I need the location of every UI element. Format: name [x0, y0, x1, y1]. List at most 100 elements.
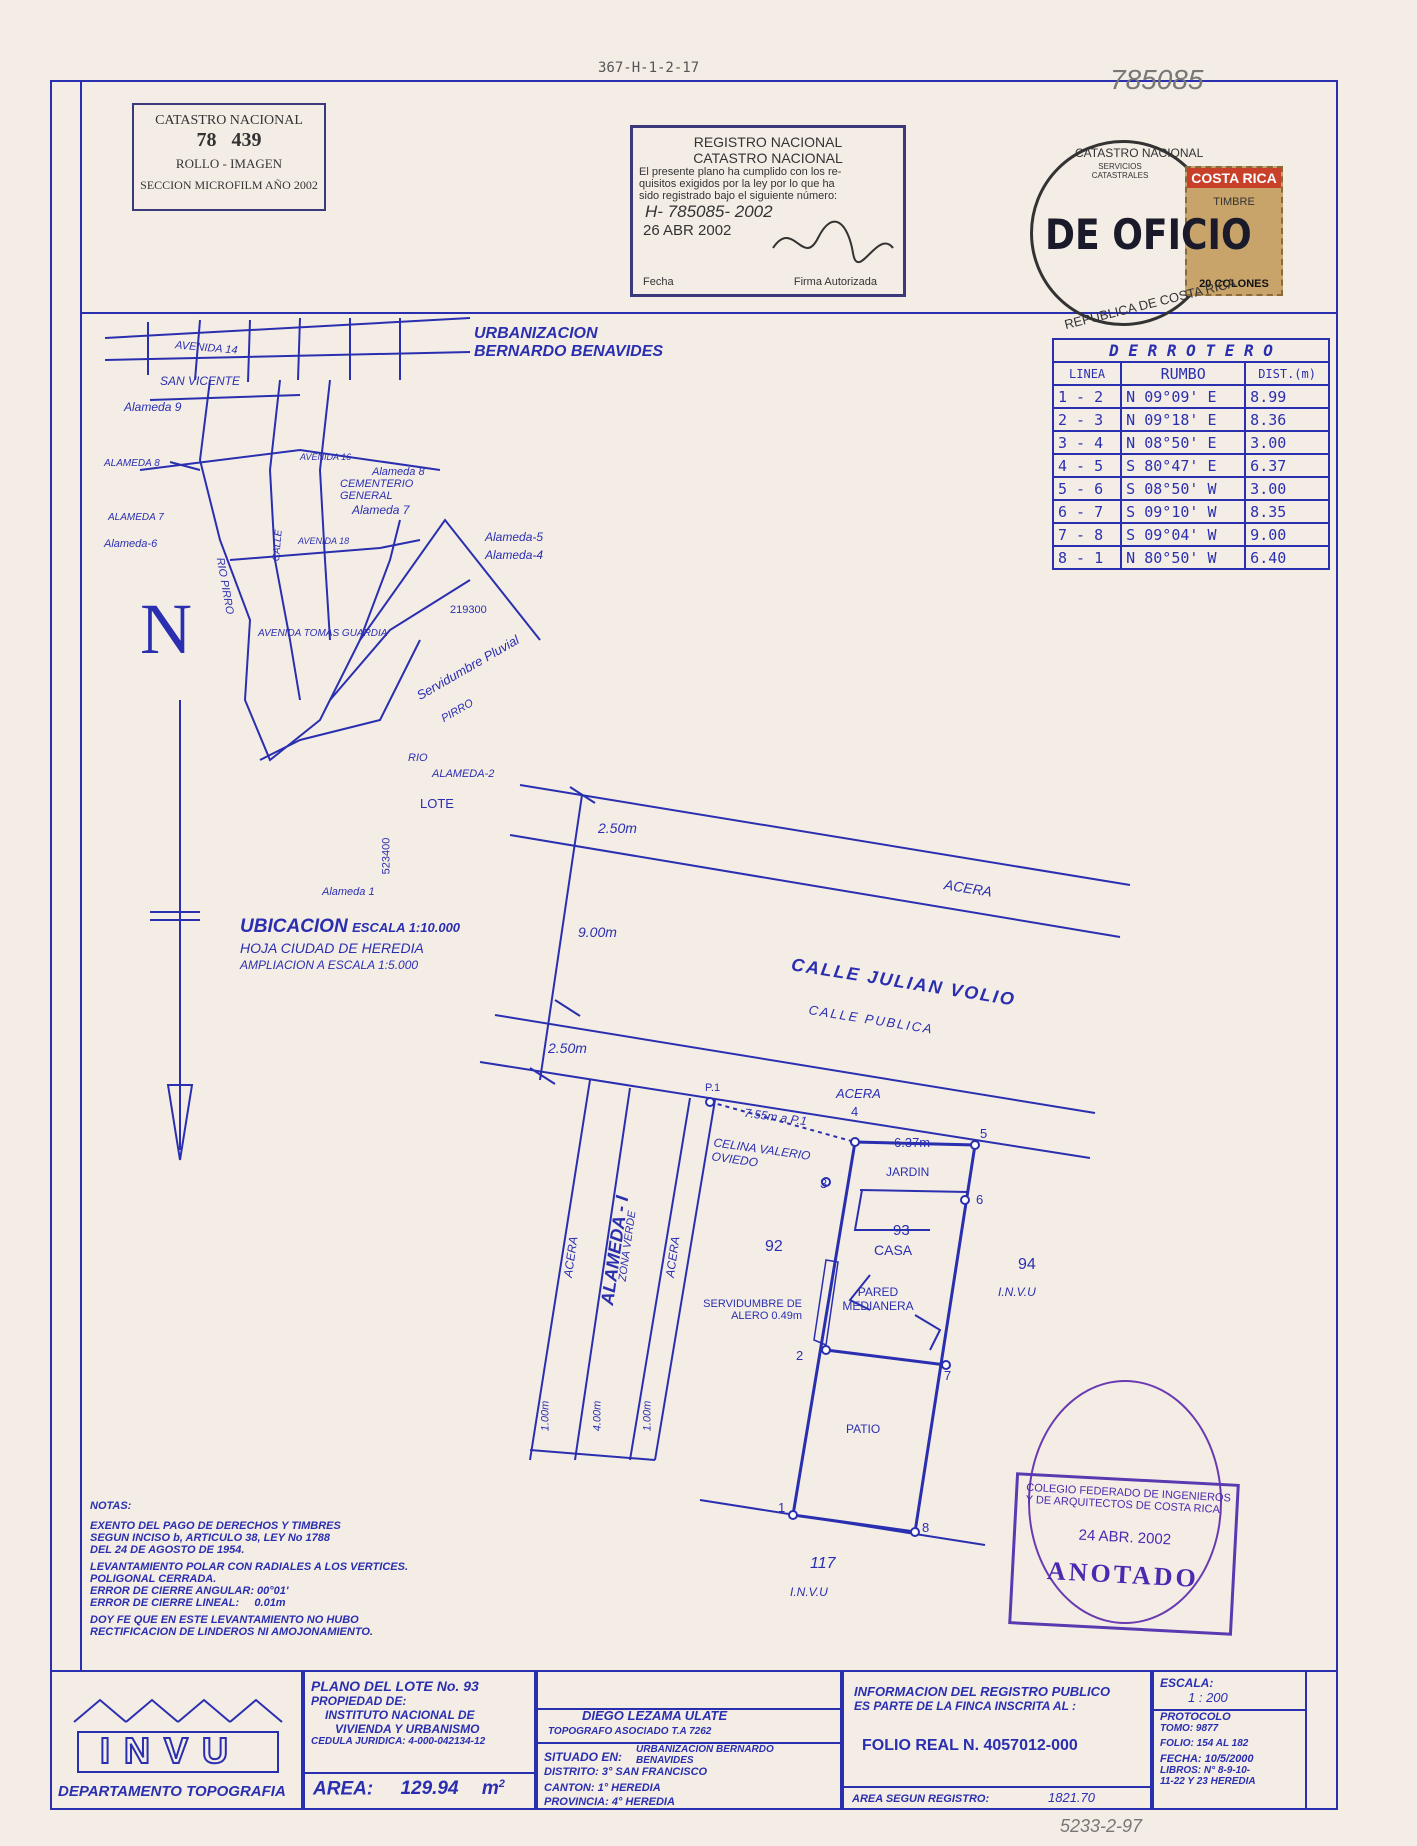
plano-cell: PLANO DEL LOTE No. 93 PROPIEDAD DE: INST…: [303, 1670, 536, 1810]
info-line1: INFORMACION DEL REGISTRO PUBLICO: [854, 1684, 1111, 1699]
lot-117: 117: [810, 1555, 836, 1572]
map-label-alameda5: Alameda-5: [485, 530, 544, 544]
casa-label: CASA: [874, 1242, 913, 1258]
lot-92: 92: [765, 1238, 783, 1255]
registro-body2: quisitos exigidos por la ley por lo que …: [639, 178, 835, 190]
vertex-4: 4: [851, 1104, 859, 1119]
catastro-seal-ring: CATASTRO NACIONAL: [1075, 146, 1204, 160]
left-inner-line: [80, 80, 82, 1670]
folio-protocolo: FOLIO: 154 AL 182: [1160, 1738, 1249, 1749]
lot-94: 94: [1018, 1256, 1036, 1273]
registro-info-cell: INFORMACION DEL REGISTRO PUBLICO ES PART…: [842, 1670, 1152, 1810]
area-row: AREA: 129.94 m2: [313, 1778, 505, 1800]
dim-400: 4.00m: [591, 1400, 604, 1432]
cell-linea: 3 - 4: [1051, 430, 1123, 455]
protocolo: PROTOCOLO: [1160, 1711, 1231, 1723]
notas-line: POLIGONAL CERRADA.: [90, 1573, 217, 1585]
registro-body3: sido registrado bajo el siguiente número…: [639, 190, 838, 202]
cell-rumbo: N 08°50' E: [1120, 430, 1247, 455]
notas-line: LEVANTAMIENTO POLAR CON RADIALES A LOS V…: [90, 1561, 409, 1573]
timbre-type: TIMBRE: [1213, 196, 1255, 208]
registro-signature: [772, 220, 894, 263]
dim-900: 9.00m: [578, 924, 617, 940]
vertex-6: 6: [976, 1192, 984, 1207]
timbre-value: 20 COLONES: [1199, 278, 1269, 290]
cell-linea: 6 - 7: [1051, 499, 1123, 524]
vertex-2: 2: [796, 1348, 804, 1363]
derrotero-title: D E R R O T E R O: [1052, 338, 1330, 363]
cell-rumbo: N 09°18' E: [1120, 407, 1247, 432]
area-label: AREA:: [313, 1778, 374, 1800]
de-oficio-stamp: DE OFICIO: [1045, 210, 1252, 259]
top-reference: 367-H-1-2-17: [598, 60, 700, 76]
ubicacion-title: UBICACION ESCALA 1:10.000: [240, 916, 460, 938]
catastro-line4: SECCION MICROFILM AÑO 2002: [140, 178, 318, 192]
dim-250-bottom: 2.50m: [548, 1040, 587, 1056]
notas-line: RECTIFICACION DE LINDEROS NI AMOJONAMIEN…: [90, 1626, 373, 1638]
urbanizacion-label: URBANIZACION BERNARDO BENAVIDES: [474, 325, 663, 361]
registro-date: 26 ABR 2002: [643, 222, 732, 239]
cell-dist: 3.00: [1244, 430, 1330, 455]
pared-medianera: PARED MEDIANERA: [842, 1285, 914, 1313]
escala-value: 1 : 200: [1188, 1690, 1228, 1705]
derrotero-header-rumbo: RUMBO: [1120, 361, 1247, 386]
notas-line: EXENTO DEL PAGO DE DERECHOS Y TIMBRES: [90, 1520, 341, 1532]
depto-label: DEPARTAMENTO TOPOGRAFIA: [58, 1783, 286, 1800]
cell-linea: 2 - 3: [1051, 407, 1123, 432]
vertex-7: 7: [944, 1368, 952, 1383]
dim-250-top: 2.50m: [598, 820, 637, 836]
canton: CANTON: 1° HEREDIA: [544, 1782, 661, 1794]
colegio-stamp: COLEGIO FEDERADO DE INGENIEROS Y DE ARQU…: [1008, 1472, 1240, 1636]
jardin-label: JARDIN: [886, 1165, 930, 1179]
registro-firma: Firma Autorizada: [793, 276, 877, 288]
libros-2: 11-22 Y 23 HEREDIA: [1160, 1776, 1256, 1787]
map-label-lote: LOTE: [420, 796, 454, 811]
colegio-date: 24 ABR. 2002: [1078, 1526, 1172, 1549]
ubicacion-label: UBICACION: [240, 916, 348, 937]
area-registro-value: 1821.70: [1048, 1790, 1095, 1805]
situado-label: SITUADO EN:: [544, 1750, 622, 1764]
dim-637: 6.37m: [894, 1135, 931, 1150]
folio-real: FOLIO REAL N. 4057012-000: [862, 1737, 1078, 1754]
invu-117: I.N.V.U: [790, 1585, 828, 1599]
urbanizacion-line1: URBANIZACION: [474, 325, 598, 342]
institution-line1: INSTITUTO NACIONAL DE: [325, 1708, 475, 1722]
map-label-san-vicente: SAN VICENTE: [160, 374, 241, 388]
derrotero-header-linea: LINEA: [1051, 361, 1123, 386]
cedula: CEDULA JURIDICA: 4-000-042134-12: [311, 1736, 486, 1747]
notas-line: DOY FE QUE EN ESTE LEVANTAMIENTO NO HUBO: [90, 1614, 359, 1626]
map-label-alameda7: Alameda 7: [352, 503, 410, 517]
cell-dist: 3.00: [1244, 476, 1330, 501]
notas-line: ERROR DE CIERRE LINEAL: 0.01m: [90, 1597, 286, 1609]
map-label-avenida16: AVENIDA 16: [300, 452, 352, 462]
map-label-alameda1: Alameda 1: [322, 886, 375, 898]
dim-100b: 1.00m: [641, 1400, 654, 1432]
registro-body1: El presente plano ha cumplido con los re…: [639, 166, 842, 178]
fecha: FECHA: 10/5/2000: [1160, 1753, 1254, 1765]
map-label-523400: 523400: [380, 837, 393, 875]
notas-title: NOTAS:: [90, 1500, 132, 1512]
cell-linea: 7 - 8: [1051, 522, 1123, 547]
vertex-8: 8: [922, 1520, 930, 1535]
institution-line2: VIVIENDA Y URBANISMO: [335, 1722, 480, 1736]
vertex-3: 3: [820, 1176, 828, 1191]
cell-rumbo: S 09°10' W: [1120, 499, 1247, 524]
map-label-avenida18: AVENIDA 18: [298, 536, 350, 546]
registro-stamp: REGISTRO NACIONAL CATASTRO NACIONAL El p…: [630, 125, 906, 297]
map-label-alameda7-left: ALAMEDA 7: [108, 512, 164, 523]
ubicacion-hoja: HOJA CIUDAD DE HEREDIA: [240, 940, 424, 956]
registro-number: H- 785085- 2002: [645, 202, 773, 221]
map-label-alameda8: Alameda 8: [372, 466, 425, 478]
plano-title: PLANO DEL LOTE No. 93: [311, 1678, 479, 1694]
escala-label: ESCALA:: [1160, 1676, 1214, 1690]
situado-value: URBANIZACION BERNARDO BENAVIDES: [636, 1744, 774, 1766]
map-label-alameda4: Alameda-4: [485, 548, 544, 562]
map-label-avenida-tomas: AVENIDA TOMAS GUARDIA: [258, 628, 388, 639]
vertex-5: 5: [980, 1126, 988, 1141]
